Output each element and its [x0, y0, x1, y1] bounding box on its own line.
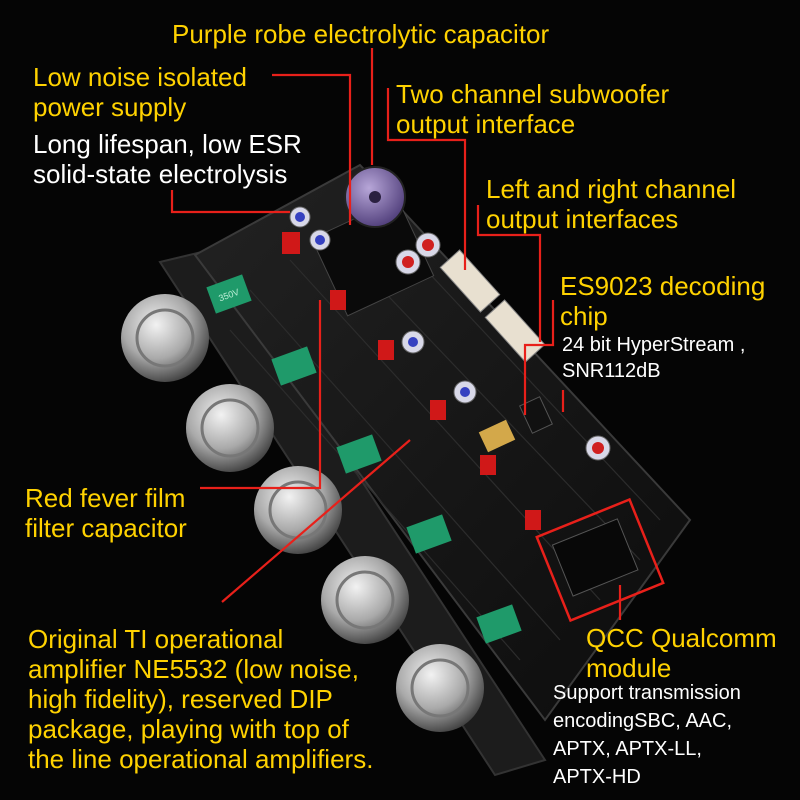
leader-opamp [221, 439, 411, 603]
label-film-line1: Red fever film [25, 483, 186, 513]
label-qcc-spec4: APTX-HD [553, 766, 641, 788]
knob [186, 384, 274, 472]
label-lr-line2: output interfaces [486, 204, 679, 234]
label-chip-spec2: SNR112dB [562, 360, 661, 382]
solid-state-capacitors [289, 206, 611, 461]
leader-lines [170, 48, 622, 620]
label-subwoofer-line1: Two channel subwoofer [396, 79, 670, 109]
label-opamp-line5: the line operational amplifiers. [28, 744, 374, 774]
label-purple-capacitor: Purple robe electrolytic capacitor [172, 19, 550, 49]
label-chip-spec1: 24 bit HyperStream , [562, 334, 746, 356]
pcb-board [193, 163, 692, 722]
leader-solid [170, 190, 290, 214]
leader-film [200, 300, 322, 490]
label-qcc-spec1: Support transmission [553, 682, 741, 704]
label-solid-line1: Long lifespan, low ESR [33, 129, 302, 159]
knob [321, 556, 409, 644]
label-power-line1: Low noise isolated [33, 62, 247, 92]
label-subwoofer-line2: output interface [396, 109, 576, 139]
qcc-module [551, 518, 639, 597]
label-chip-line2: chip [560, 301, 608, 331]
leader-power [272, 73, 352, 225]
knob [396, 644, 484, 732]
red-film-capacitors [282, 232, 541, 530]
label-power-line2: power supply [33, 92, 187, 122]
knob [121, 294, 209, 382]
label-film-line2: filter capacitor [25, 513, 187, 543]
label-solid-line2: solid-state electrolysis [33, 159, 288, 189]
output-connectors [439, 249, 546, 363]
label-chip-line1: ES9023 decoding [560, 271, 766, 301]
label-opamp-line4: package, playing with top of [28, 714, 349, 744]
label-qcc-spec3: APTX, APTX-LL, [553, 738, 702, 760]
label-qcc-line2: module [586, 653, 672, 683]
label-qcc-line1: QCC Qualcomm [586, 623, 777, 653]
label-opamp-line3: high fidelity), reserved DIP [28, 684, 333, 714]
label-opamp-line2: amplifier NE5532 (low noise, [28, 654, 359, 684]
label-lr-line1: Left and right channel [486, 174, 737, 204]
es9023-chip [519, 396, 553, 434]
leader-chip [523, 300, 555, 415]
label-opamp-line1: Original TI operational [28, 624, 284, 654]
green-capacitors: 350V [206, 274, 522, 644]
crystal-oscillator [478, 419, 516, 453]
qcc-highlight-box [535, 497, 665, 623]
purple-electrolytic-capacitor [344, 166, 406, 228]
leader-lr [476, 205, 542, 342]
label-qcc-spec2: encodingSBC, AAC, [553, 710, 732, 732]
leader-subwoofer [386, 88, 467, 270]
